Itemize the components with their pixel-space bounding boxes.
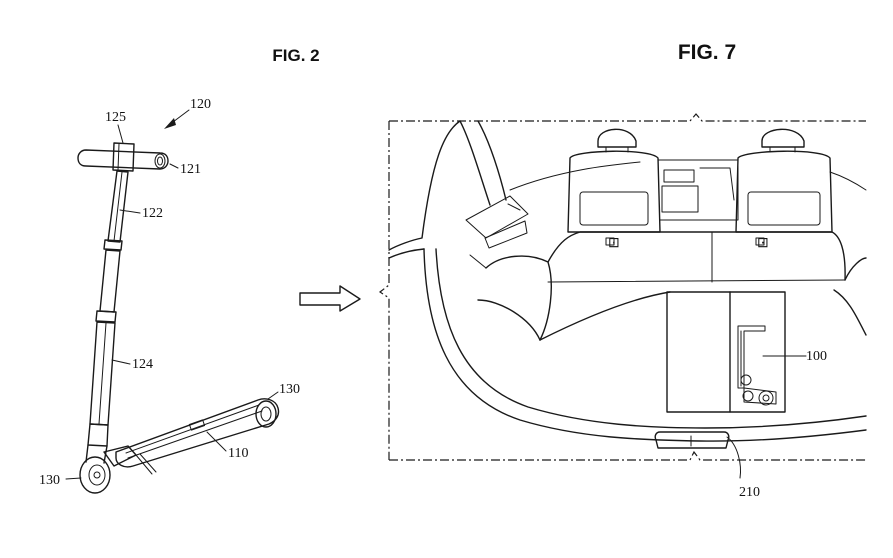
fig7-title: FIG. 7 [678,41,736,64]
arrow-icon [299,285,361,312]
ref-121: 121 [180,162,201,177]
fig7-leader-lines [726,355,807,479]
svg-text:⊡: ⊡ [757,236,769,251]
seat-right [735,128,833,233]
ref-110: 110 [228,446,248,461]
seat-left [567,128,661,233]
ref-124: 124 [132,357,153,372]
vehicle-trunk-drawing: ⊡ ⊡ [378,113,867,461]
fig2-leader-lines [65,109,279,480]
ref-100: 100 [806,349,827,364]
ref-122: 122 [142,206,163,221]
ref-120: 120 [190,97,211,112]
ref-130-front: 130 [279,382,300,397]
ref-125: 125 [105,110,126,125]
fig2-title: FIG. 2 [272,46,319,65]
ref-130-rear: 130 [39,473,60,488]
scooter-drawing [77,142,280,494]
ref-210: 210 [739,485,760,500]
